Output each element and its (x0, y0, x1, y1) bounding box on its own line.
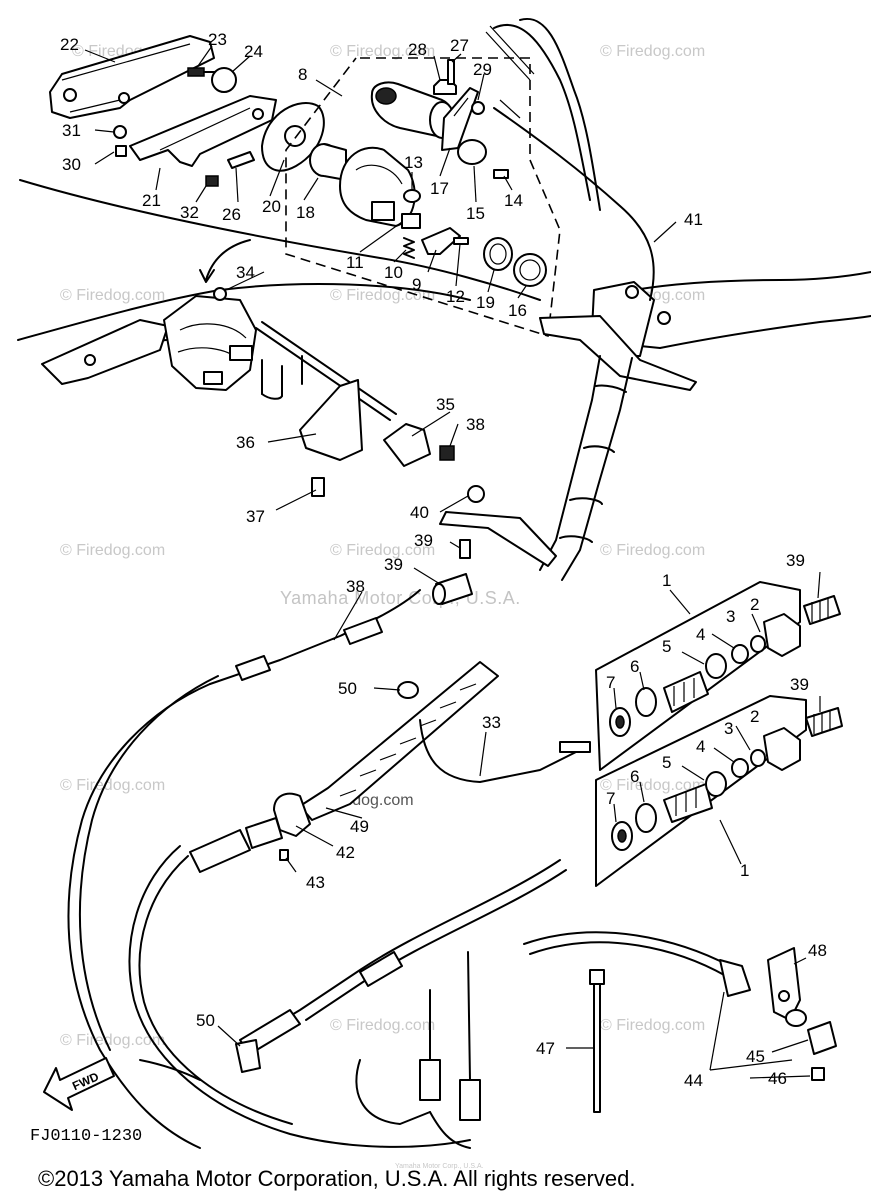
callout-17: 17 (430, 179, 449, 198)
callout-34: 36 (236, 433, 255, 452)
callout-5: 5 (662, 637, 671, 656)
diagram-code: FJ0110-1230 (30, 1127, 142, 1146)
watermark: © Firedog.com (600, 1017, 705, 1034)
callout-33: 35 (436, 395, 455, 414)
callout-35: 37 (246, 507, 265, 526)
callout-25: 27 (450, 36, 469, 55)
leader-lines (84, 45, 821, 1079)
fitting-assembly-upper (595, 581, 841, 771)
callout-1b: 1 (740, 861, 749, 880)
callout-3b: 3 (724, 719, 733, 738)
copyright-footer: ©2013 Yamaha Motor Corporation, U.S.A. A… (38, 1166, 635, 1191)
assembly-box-8 (285, 57, 561, 338)
callout-4: 4 (696, 625, 705, 644)
callout-39b: 39 (786, 551, 805, 570)
callout-50: 50 (338, 679, 357, 698)
callout-47: 47 (536, 1039, 555, 1058)
callout-5b: 5 (662, 753, 671, 772)
watermark: © Firedog.com (330, 287, 435, 304)
callout-15: 15 (466, 204, 485, 223)
callout-13: 13 (404, 153, 423, 172)
callout-21: 22 (60, 35, 79, 54)
callout-19: 20 (262, 197, 281, 216)
callout-45: 45 (746, 1047, 765, 1066)
throttle-sensor-parts (309, 59, 547, 287)
fitting-assembly-lower (595, 695, 843, 887)
callout-44: 44 (684, 1071, 703, 1090)
cable-tie-strap (593, 983, 601, 1113)
callout-31: 33 (482, 713, 501, 732)
callout-29: 31 (62, 121, 81, 140)
callout-41: 41 (684, 210, 703, 229)
callout-43: 43 (306, 873, 325, 892)
callout-3: 3 (726, 607, 735, 626)
callout-7b: 7 (606, 789, 615, 808)
callout-42: 42 (336, 843, 355, 862)
callout-32: 34 (236, 263, 255, 282)
callout-39: 39 (384, 555, 403, 574)
callout-2: 2 (750, 595, 759, 614)
callout-2b: 2 (750, 707, 759, 726)
callout-50b: 50 (196, 1011, 215, 1030)
watermark-small: Yamaha Motor Corp., U.S.A. (395, 1163, 484, 1170)
callout-27: 29 (473, 60, 492, 79)
callout-26: 28 (408, 40, 427, 59)
callout-11: 11 (346, 253, 364, 272)
callout-46: 46 (768, 1069, 787, 1088)
watermark: © Firedog.com (600, 777, 705, 794)
callout-40: 40 (410, 503, 429, 522)
watermark: © Firedog.com (330, 43, 435, 60)
callout-labels: 22 23 24 8 28 27 29 31 30 21 32 26 20 18… (60, 30, 827, 1090)
callout-36: 38 (466, 415, 485, 434)
watermark: © Firedog.com (60, 777, 165, 794)
callout-1: 1 (662, 571, 671, 590)
callout-38: 39 (414, 531, 433, 550)
watermark: © Firedog.com (330, 542, 435, 559)
watermark: © Firedog.com (600, 43, 705, 60)
callout-48: 48 (808, 941, 827, 960)
callout-14: 14 (504, 191, 523, 210)
watermark: © Firedog.com (60, 287, 165, 304)
callout-22: 23 (208, 30, 227, 49)
callout-18: 18 (296, 203, 315, 222)
callout-37: 38 (346, 577, 365, 596)
callout-20: 21 (142, 191, 161, 210)
cable-tie-head (589, 969, 605, 985)
callout-6b: 6 (630, 767, 639, 786)
callout-4b: 4 (696, 737, 705, 756)
callout-39c: 39 (790, 675, 809, 694)
callout-7: 7 (606, 673, 615, 692)
watermark: © Firedog.com (600, 542, 705, 559)
handlebar (485, 17, 871, 581)
direction-arrow (205, 239, 251, 281)
watermark: © Firedog.com (60, 542, 165, 559)
callout-12: 12 (446, 287, 465, 306)
watermark-layer: © Firedog.com © Firedog.com © Firedog.co… (60, 43, 705, 1049)
callout-10: 10 (384, 263, 403, 282)
callout-16: 16 (508, 301, 527, 320)
callout-49: 49 (350, 817, 369, 836)
forward-direction-arrow: FWD (43, 1057, 115, 1111)
callout-9: 9 (412, 275, 421, 294)
steering-mechanism (17, 283, 471, 497)
cables (67, 589, 751, 1149)
callout-28: 30 (62, 155, 81, 174)
callout-18b: 19 (476, 293, 495, 312)
callout-6: 6 (630, 657, 639, 676)
callout-8: 8 (298, 65, 307, 84)
watermark: © Firedog.com (330, 1017, 435, 1034)
callout-23: 24 (244, 42, 263, 61)
callout-24: 26 (222, 205, 241, 224)
callout-30: 32 (180, 203, 199, 222)
throttle-cable (493, 107, 655, 301)
watermark: © Firedog.com (60, 1032, 165, 1049)
